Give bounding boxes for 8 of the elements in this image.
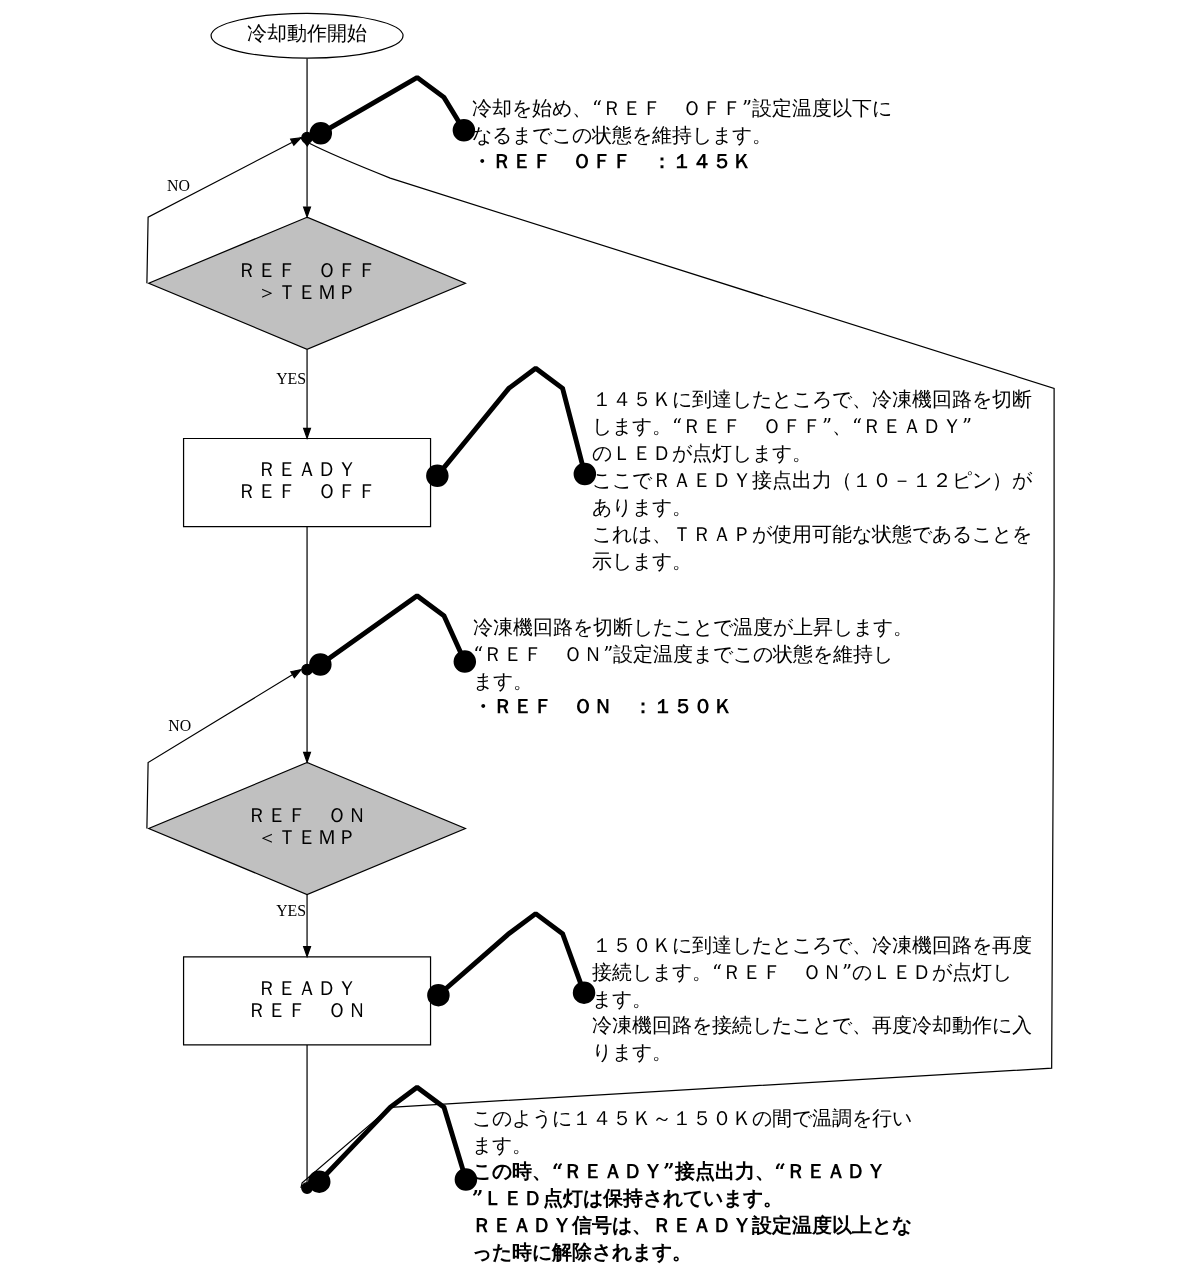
node-text: １５０Ｋに到達したところで、冷凍機回路を再度接続します。“ＲＥＦ ＯＮ”のＬＥＤが点灯します。 冷凍機回路を接続したことで、再度冷却動作に入ります。 <box>591 933 1032 1065</box>
edge-label: YES <box>275 370 306 388</box>
edge-label: YES <box>275 902 306 920</box>
edge-label: NO <box>166 176 190 194</box>
node-text: 冷却を始め、“ＲＥＦ ＯＦＦ”設定温度以下になるまでこの状態を維持します。 ・ＲＥＦ ＯＦＦ ：１４５Ｋ <box>471 97 892 174</box>
node-text: 冷凍機回路を切断したことで温度が上昇します。“ＲＥＦ ＯＮ”設定温度までこの状態を維持します。 ・ＲＥＦ ＯＮ ：１５０Ｋ <box>472 615 913 719</box>
node-text: １４５Ｋに到達したところで、冷凍機回路を切断します。“ＲＥＦ ＯＦＦ”、“ＲＥＡＤＹ” のＬＥＤが点灯します。 ここでＲＡＥＤＹ接点出力（１０－１２ピン）があります。 これは、ＴＲＡＰが使用可能な状態であることを示します。 <box>591 388 1032 573</box>
edge-label: NO <box>167 717 191 735</box>
